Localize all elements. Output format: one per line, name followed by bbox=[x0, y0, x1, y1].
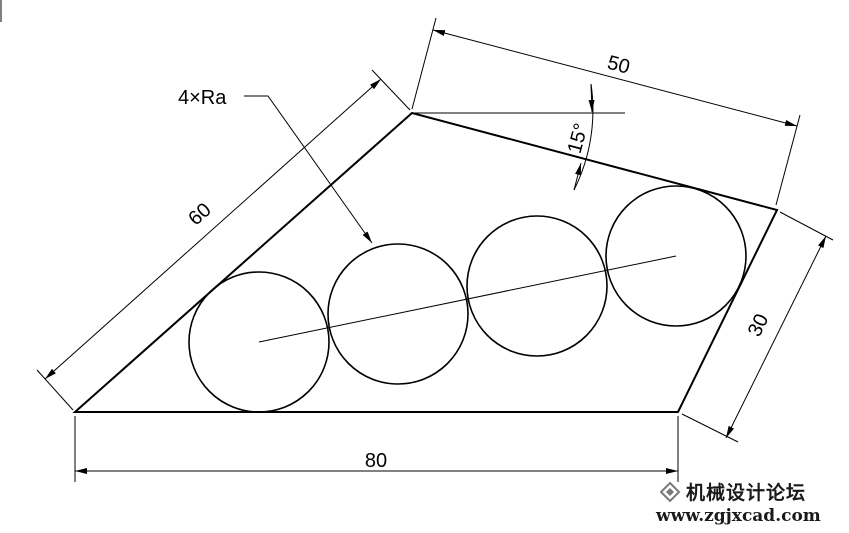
angle-15-arc bbox=[573, 83, 594, 191]
dim-50-ext-left bbox=[411, 17, 437, 110]
dim-50-line bbox=[432, 29, 798, 127]
circle-3 bbox=[466, 215, 608, 357]
dim-30-ext-bottom bbox=[681, 413, 739, 443]
watermark-url: www.zgjxcad.com bbox=[655, 506, 821, 526]
watermark-cn-text: 机械设计论坛 bbox=[686, 481, 806, 504]
dim-50-text: 50 bbox=[605, 52, 632, 79]
leader-line bbox=[244, 95, 373, 244]
dim-60-ext-bottom bbox=[36, 369, 74, 411]
dim-30-text: 30 bbox=[744, 311, 774, 341]
angle-15-arrow-top bbox=[588, 83, 595, 113]
plate-outline bbox=[72, 111, 779, 413]
dim-50-ext-right bbox=[775, 114, 801, 206]
dim-60-ext-top bbox=[371, 69, 411, 111]
circle-2 bbox=[327, 243, 469, 385]
dim-60-line bbox=[44, 78, 382, 380]
watermark: 机械设计论坛 www.zgjxcad.com bbox=[655, 481, 821, 526]
dim-60-text: 60 bbox=[184, 199, 215, 230]
leader-note-text: 4×Ra bbox=[178, 87, 227, 109]
angle-15-arrow-bottom bbox=[573, 162, 582, 191]
dim-30-ext-top bbox=[779, 211, 834, 241]
watermark-logo-icon bbox=[659, 481, 681, 503]
circle-centerline bbox=[258, 255, 677, 343]
dim-30-line bbox=[725, 235, 827, 439]
dim-80-text: 80 bbox=[365, 450, 387, 472]
